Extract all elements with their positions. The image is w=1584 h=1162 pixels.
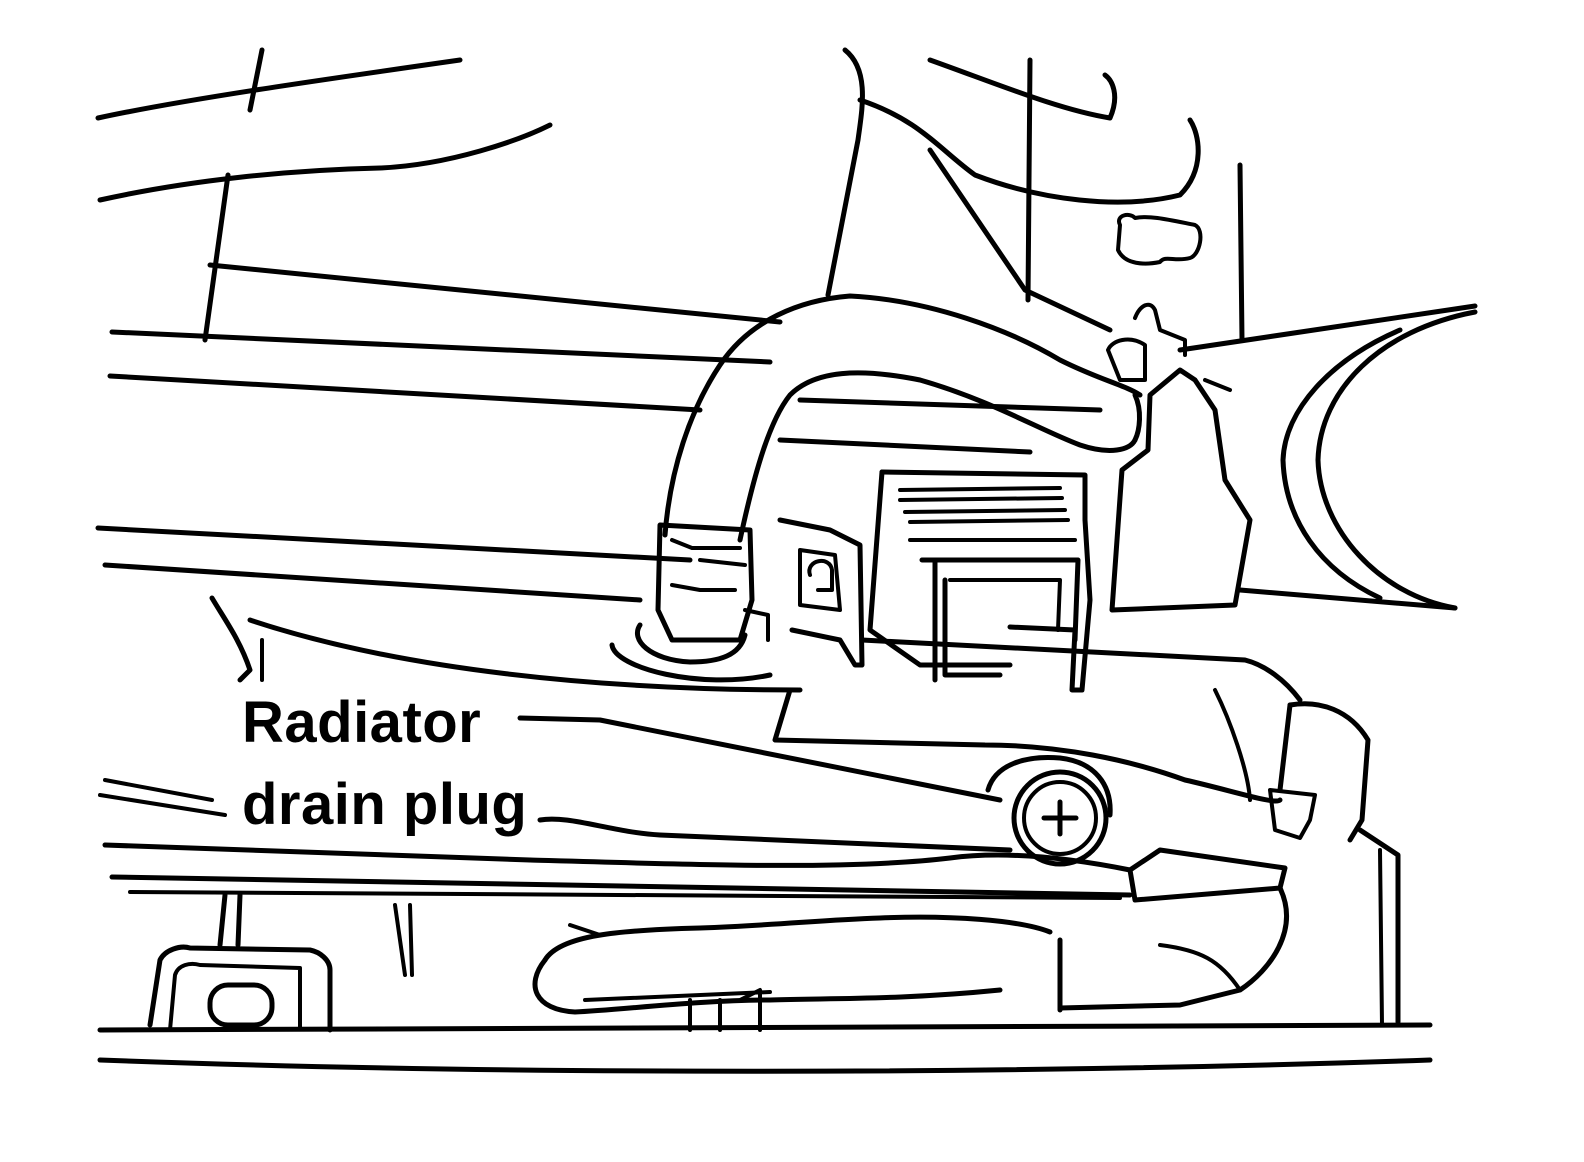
upper-engine-outline — [95, 47, 1245, 343]
radiator-drain-plug — [985, 754, 1113, 867]
callout-label-drain-plug: drain plug — [242, 772, 528, 837]
bottom-frame — [97, 1022, 1433, 1074]
lower-crossmember — [98, 778, 1401, 1027]
callout-leaders — [517, 715, 1013, 853]
upper-hose — [662, 293, 1187, 543]
callout-label-radiator: Radiator — [242, 690, 482, 755]
lower-tank — [209, 595, 1371, 843]
radiator-core-lines — [95, 262, 1103, 603]
connector-bracket — [1109, 367, 1253, 613]
fan-connector — [777, 469, 1093, 693]
hose-clamp — [609, 522, 773, 683]
lower-hose — [532, 914, 1053, 1032]
bottom-left-bracket — [147, 892, 414, 1033]
radiator-outlet-pipe — [1177, 303, 1478, 611]
